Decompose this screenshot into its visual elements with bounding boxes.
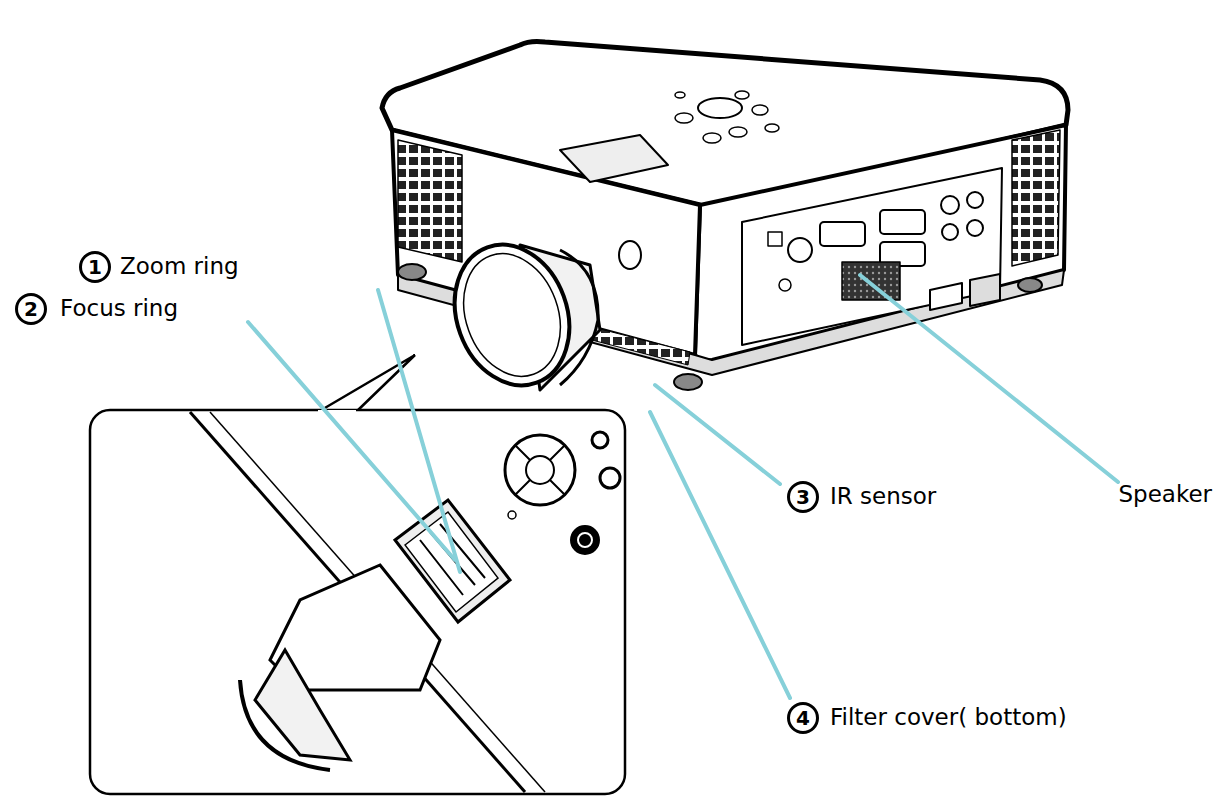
callout-number: 2 — [24, 299, 38, 319]
part-label: Zoom ring — [120, 253, 239, 281]
part-label: Filter cover( bottom) — [830, 704, 1067, 732]
part-label: Speaker — [1118, 481, 1212, 509]
part-label: Focus ring — [60, 295, 178, 323]
part-label: IR sensor — [830, 483, 936, 511]
callout-circle: 3 — [787, 481, 819, 513]
callout-number: 3 — [796, 487, 810, 507]
callout-number: 1 — [88, 257, 102, 277]
callout-circle: 1 — [79, 251, 111, 283]
callout-number: 4 — [796, 708, 810, 728]
leader-lines — [248, 275, 1118, 698]
callout-circle: 2 — [15, 293, 47, 325]
callout-circle: 4 — [787, 702, 819, 734]
